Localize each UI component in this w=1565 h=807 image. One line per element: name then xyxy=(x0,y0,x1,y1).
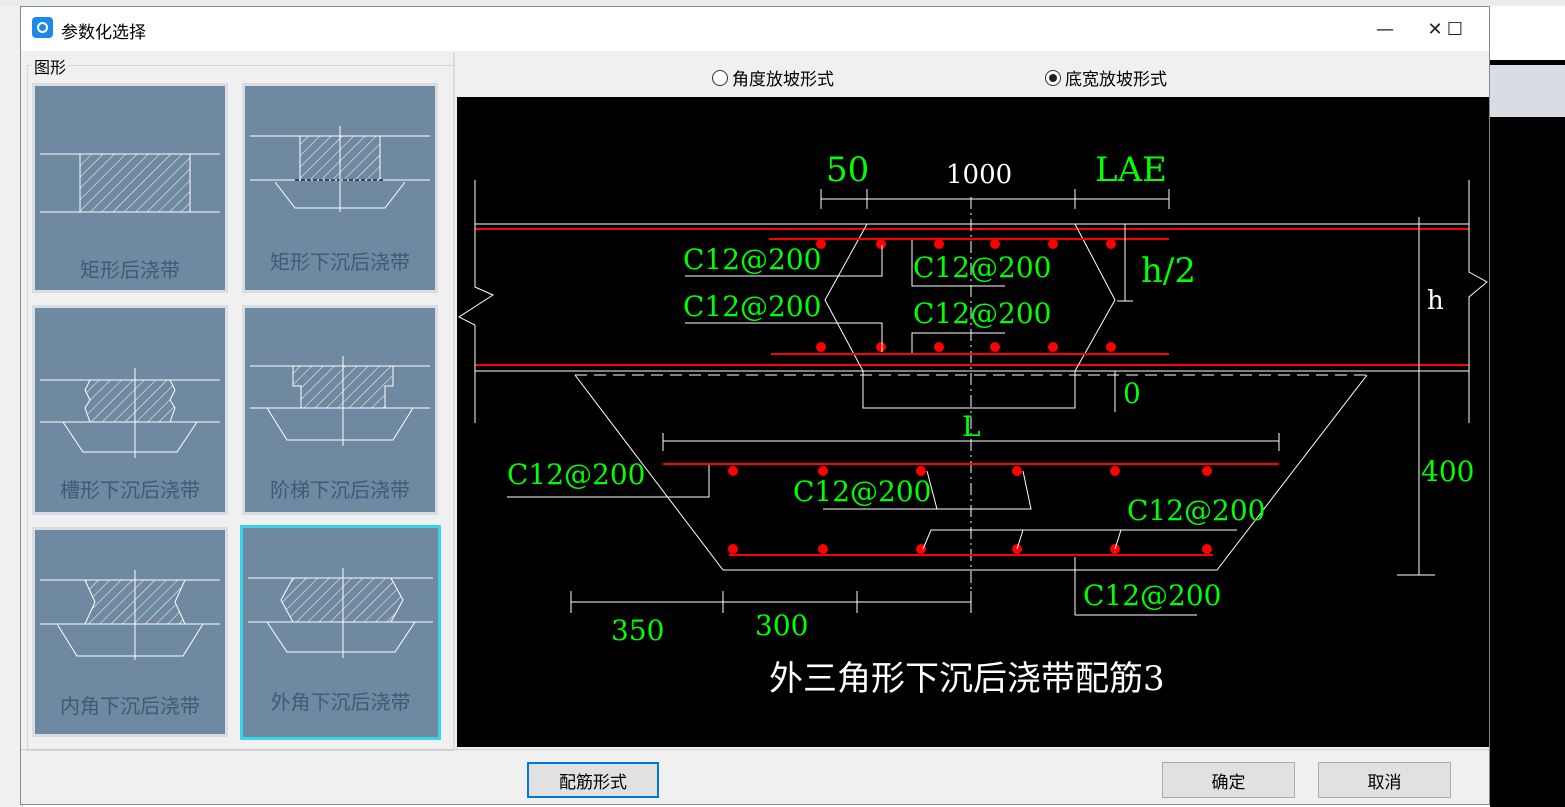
dim-1000: 1000 xyxy=(946,160,1012,190)
dim-350: 350 xyxy=(611,614,664,647)
cancel-button[interactable]: 取消 xyxy=(1318,762,1451,798)
shape-label: 矩形后浇带 xyxy=(80,258,180,282)
shape-group-label: 图形 xyxy=(32,54,69,78)
dim-400: 400 xyxy=(1421,455,1474,488)
angle-slope-label: 角度放坡形式 xyxy=(732,70,834,90)
trough-sunk-preview xyxy=(40,368,220,458)
outer-angle-sunk-preview xyxy=(248,568,433,658)
app-icon xyxy=(32,17,53,38)
shape-label: 阶梯下沉后浇带 xyxy=(270,478,410,502)
shape-rect-post-pour-strip[interactable]: 矩形后浇带 xyxy=(32,83,228,293)
dim-h: h xyxy=(1427,286,1444,316)
shape-inner-angle-sunk-post-pour-strip[interactable]: 内角下沉后浇带 xyxy=(32,527,228,737)
rect-sunk-preview xyxy=(250,126,430,212)
background-app-panel xyxy=(1490,6,1565,61)
shape-trough-sunk-post-pour-strip[interactable]: 槽形下沉后浇带 xyxy=(32,305,228,515)
dim-L: L xyxy=(962,410,981,443)
rebar-label: C12@200 xyxy=(507,458,646,491)
close-button[interactable]: ✕ xyxy=(1427,18,1443,40)
dim-lae: LAE xyxy=(1095,150,1167,190)
dim-zero: 0 xyxy=(1123,377,1141,410)
rebar-label: C12@200 xyxy=(1083,579,1222,612)
width-slope-label: 底宽放坡形式 xyxy=(1065,70,1167,90)
rebar-form-button[interactable]: 配筋形式 xyxy=(527,762,659,798)
dim-h-half: h/2 xyxy=(1141,251,1196,291)
maximize-button[interactable]: ☐ xyxy=(1446,18,1464,40)
dim-300: 300 xyxy=(755,609,808,642)
drawing-title: 外三角形下沉后浇带配筋3 xyxy=(769,659,1165,699)
radio-checked-icon xyxy=(1045,69,1061,86)
title-bar[interactable]: 参数化选择 — ☐ xyxy=(21,7,1489,51)
minimize-button[interactable]: — xyxy=(1376,18,1394,40)
shape-label: 内角下沉后浇带 xyxy=(60,694,200,718)
step-sunk-preview xyxy=(250,356,430,446)
background-app-toolbar xyxy=(0,0,1565,6)
shape-label: 外角下沉后浇带 xyxy=(270,690,411,714)
window-title: 参数化选择 xyxy=(61,23,146,43)
rebar-label: C12@200 xyxy=(683,290,822,323)
panel-divider xyxy=(453,53,455,749)
rebar-preview-canvas: 50 1000 LAE h/2 h 0 L 400 350 300 C12@20… xyxy=(457,97,1489,747)
shape-label: 槽形下沉后浇带 xyxy=(60,478,200,502)
background-app-canvas xyxy=(1490,60,1565,807)
top-rebar-dots xyxy=(816,239,1116,352)
inner-angle-sunk-preview xyxy=(40,570,220,660)
footer-separator xyxy=(21,749,1489,750)
rebar-label: C12@200 xyxy=(683,243,822,276)
dim-50: 50 xyxy=(826,150,869,190)
parametric-select-dialog: 参数化选择 — ☐ 图形 矩形后浇带 矩形 xyxy=(20,6,1490,805)
shape-label: 矩形下沉后浇带 xyxy=(270,250,410,274)
rebar-label: C12@200 xyxy=(913,297,1052,330)
shape-rect-sunk-post-pour-strip[interactable]: 矩形下沉后浇带 xyxy=(242,83,438,293)
shape-step-sunk-post-pour-strip[interactable]: 阶梯下沉后浇带 xyxy=(242,305,438,515)
shape-outer-angle-sunk-post-pour-strip[interactable]: 外角下沉后浇带 xyxy=(240,525,441,740)
rebar-label: C12@200 xyxy=(1127,494,1266,527)
radio-unchecked-icon xyxy=(712,69,728,86)
width-slope-radio[interactable]: 底宽放坡形式 xyxy=(1045,65,1167,90)
background-app-bar xyxy=(1490,65,1565,117)
angle-slope-radio[interactable]: 角度放坡形式 xyxy=(712,65,834,90)
rect-strip-preview xyxy=(40,153,220,213)
rebar-label: C12@200 xyxy=(913,251,1052,284)
ok-button[interactable]: 确定 xyxy=(1162,762,1295,798)
rebar-label: C12@200 xyxy=(793,475,932,508)
rebar-drawing: 50 1000 LAE h/2 h 0 L 400 350 300 C12@20… xyxy=(457,150,1488,699)
